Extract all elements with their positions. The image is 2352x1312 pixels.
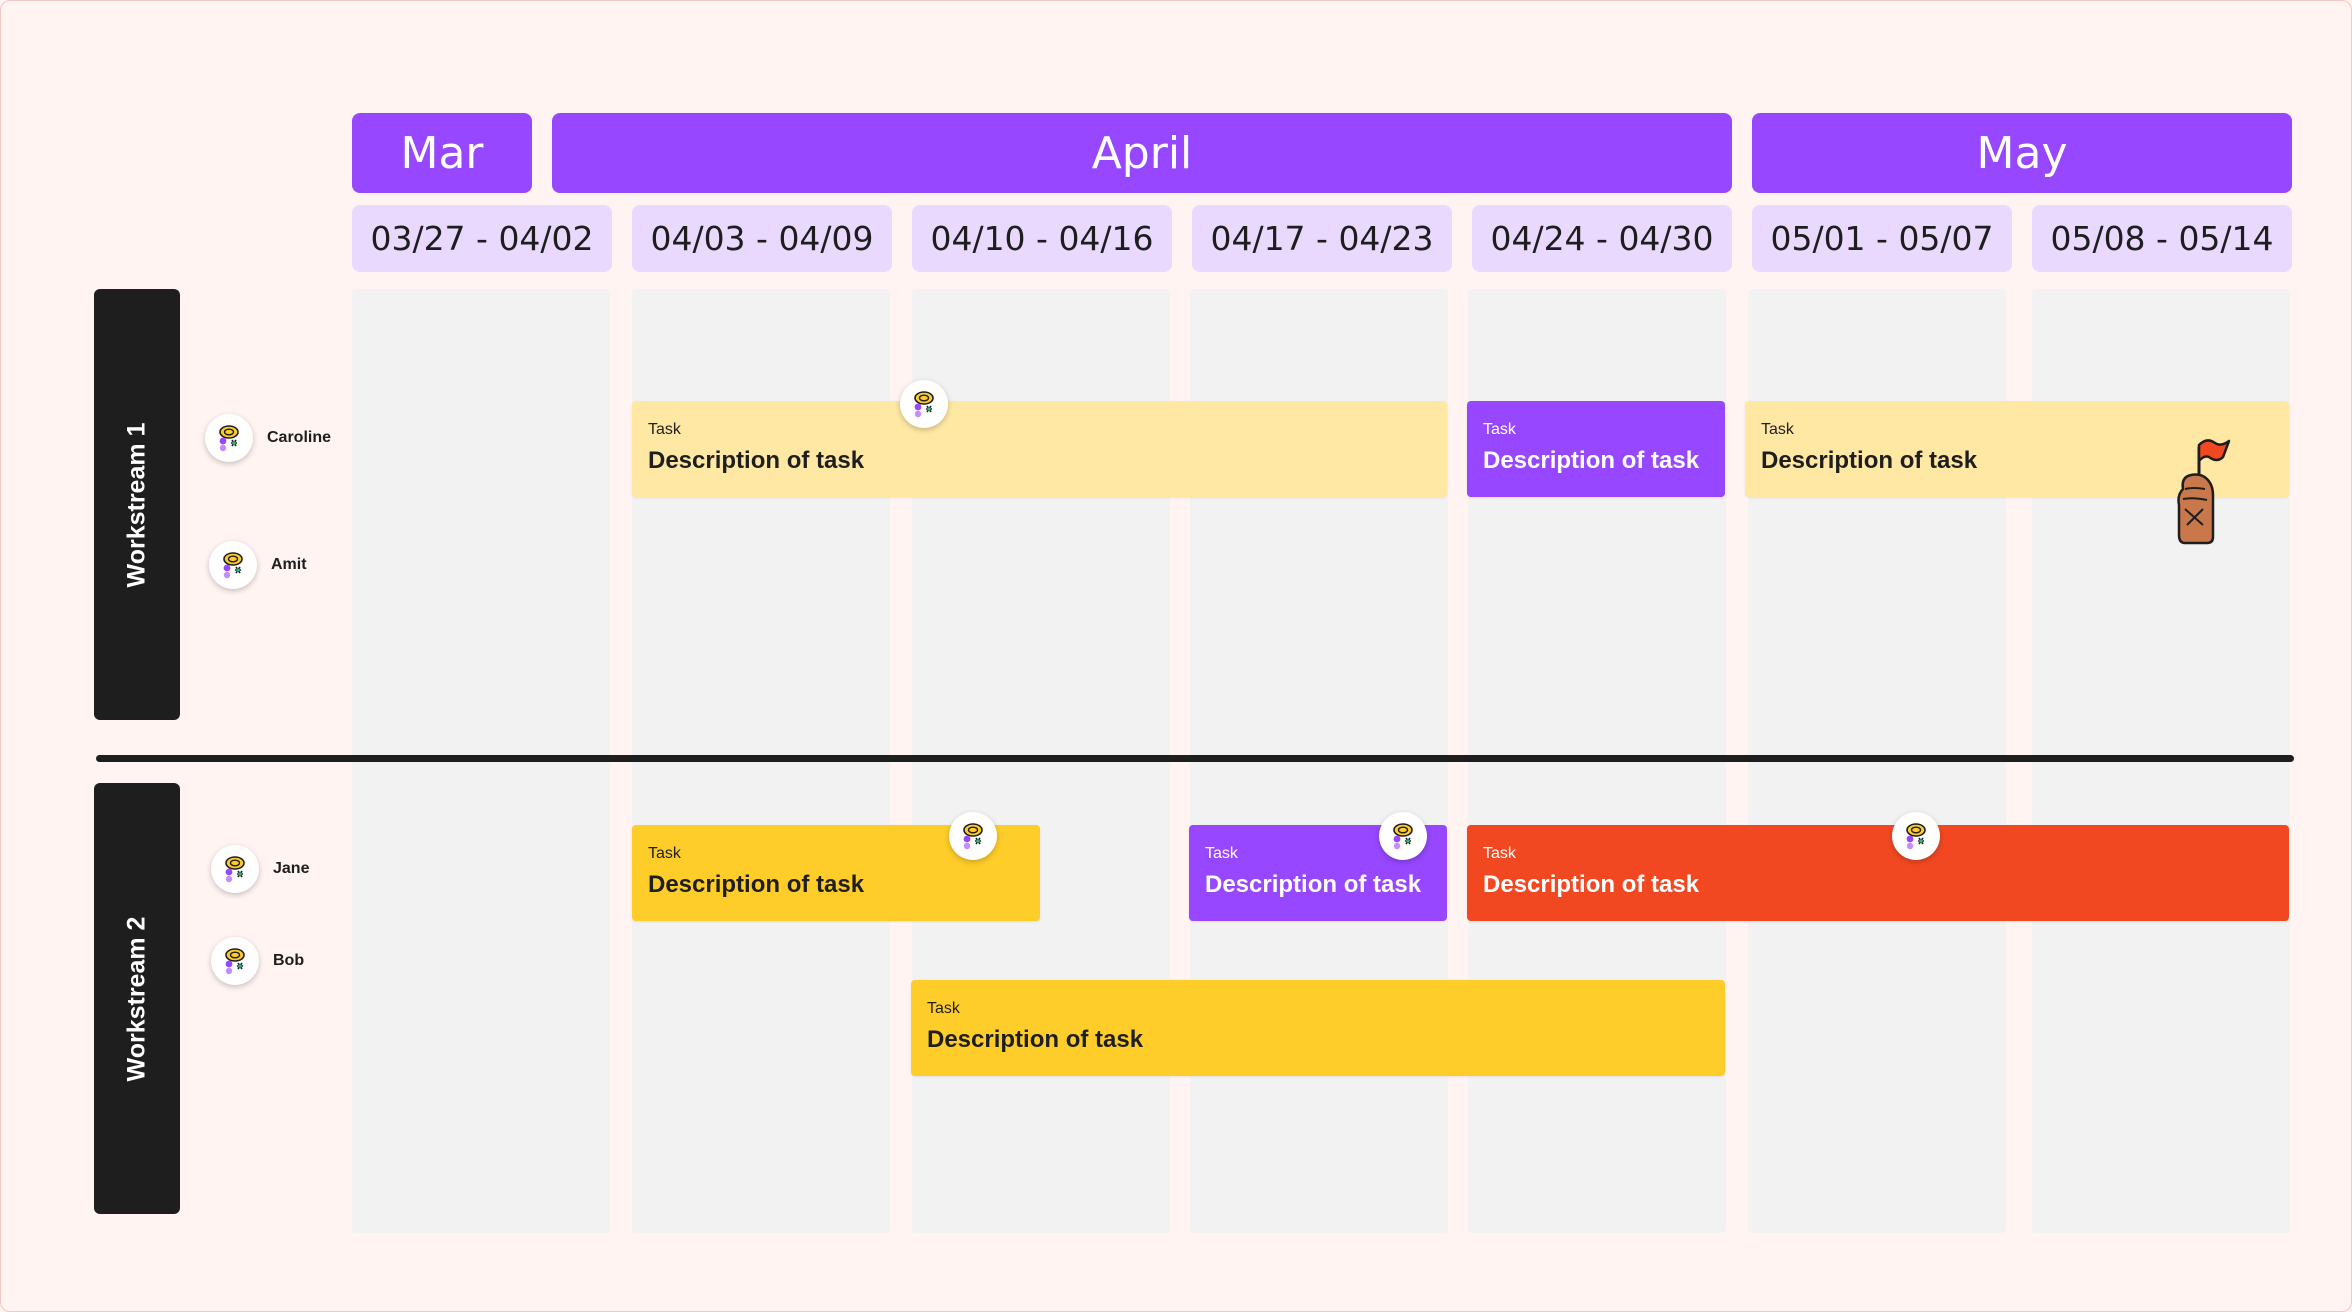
task-title: Task (1205, 845, 1238, 862)
user-avatar-icon (205, 414, 253, 462)
workstream-2-bar: Workstream 2 (94, 783, 180, 1214)
task-description: Description of task (1483, 871, 1700, 898)
workstream-label: Workstream 1 (122, 422, 151, 587)
task-title: Task (1483, 421, 1516, 438)
user-avatar-icon[interactable] (900, 380, 948, 428)
task-description: Description of task (648, 871, 865, 898)
week-header: 04/24 - 04/30 (1472, 205, 1732, 272)
user-avatar-icon (211, 845, 259, 893)
user-avatar-icon[interactable] (1379, 812, 1427, 860)
person-caroline[interactable]: Caroline (205, 414, 331, 462)
week-header: 04/10 - 04/16 (912, 205, 1172, 272)
task-card[interactable]: Task Description of task (911, 980, 1725, 1076)
task-card[interactable]: Task Description of task (1467, 401, 1725, 497)
person-bob[interactable]: Bob (211, 937, 304, 985)
week-header: 05/01 - 05/07 (1752, 205, 2012, 272)
task-title: Task (648, 845, 681, 862)
task-title: Task (1761, 421, 1794, 438)
person-jane[interactable]: Jane (211, 845, 309, 893)
task-title: Task (927, 1000, 960, 1017)
task-description: Description of task (1761, 447, 1978, 474)
task-card[interactable]: Task Description of task (1467, 825, 2289, 921)
task-title: Task (1483, 845, 1516, 862)
user-avatar-icon[interactable] (949, 812, 997, 860)
person-name: Jane (273, 860, 310, 877)
task-title: Task (648, 421, 681, 438)
task-description: Description of task (648, 447, 865, 474)
workstream-label: Workstream 2 (122, 916, 151, 1081)
person-amit[interactable]: Amit (209, 541, 307, 589)
month-header-may: May (1752, 113, 2292, 193)
user-avatar-icon[interactable] (1892, 812, 1940, 860)
task-description: Description of task (1483, 447, 1700, 474)
task-card[interactable]: Task Description of task (632, 401, 1447, 497)
month-header-mar: Mar (352, 113, 532, 193)
person-name: Amit (271, 556, 307, 573)
month-header-april: April (552, 113, 1732, 193)
user-avatar-icon (209, 541, 257, 589)
flag-in-hand-icon (2177, 439, 2231, 545)
task-card[interactable]: Task Description of task (1189, 825, 1447, 921)
week-header: 05/08 - 05/14 (2032, 205, 2292, 272)
week-header: 04/17 - 04/23 (1192, 205, 1452, 272)
person-name: Bob (273, 952, 305, 969)
task-description: Description of task (1205, 871, 1422, 898)
user-avatar-icon (211, 937, 259, 985)
week-header: 04/03 - 04/09 (632, 205, 892, 272)
week-header: 03/27 - 04/02 (352, 205, 612, 272)
task-description: Description of task (927, 1026, 1144, 1053)
person-name: Caroline (267, 429, 332, 446)
workstream-1-bar: Workstream 1 (94, 289, 180, 720)
workstream-divider (96, 755, 2294, 762)
